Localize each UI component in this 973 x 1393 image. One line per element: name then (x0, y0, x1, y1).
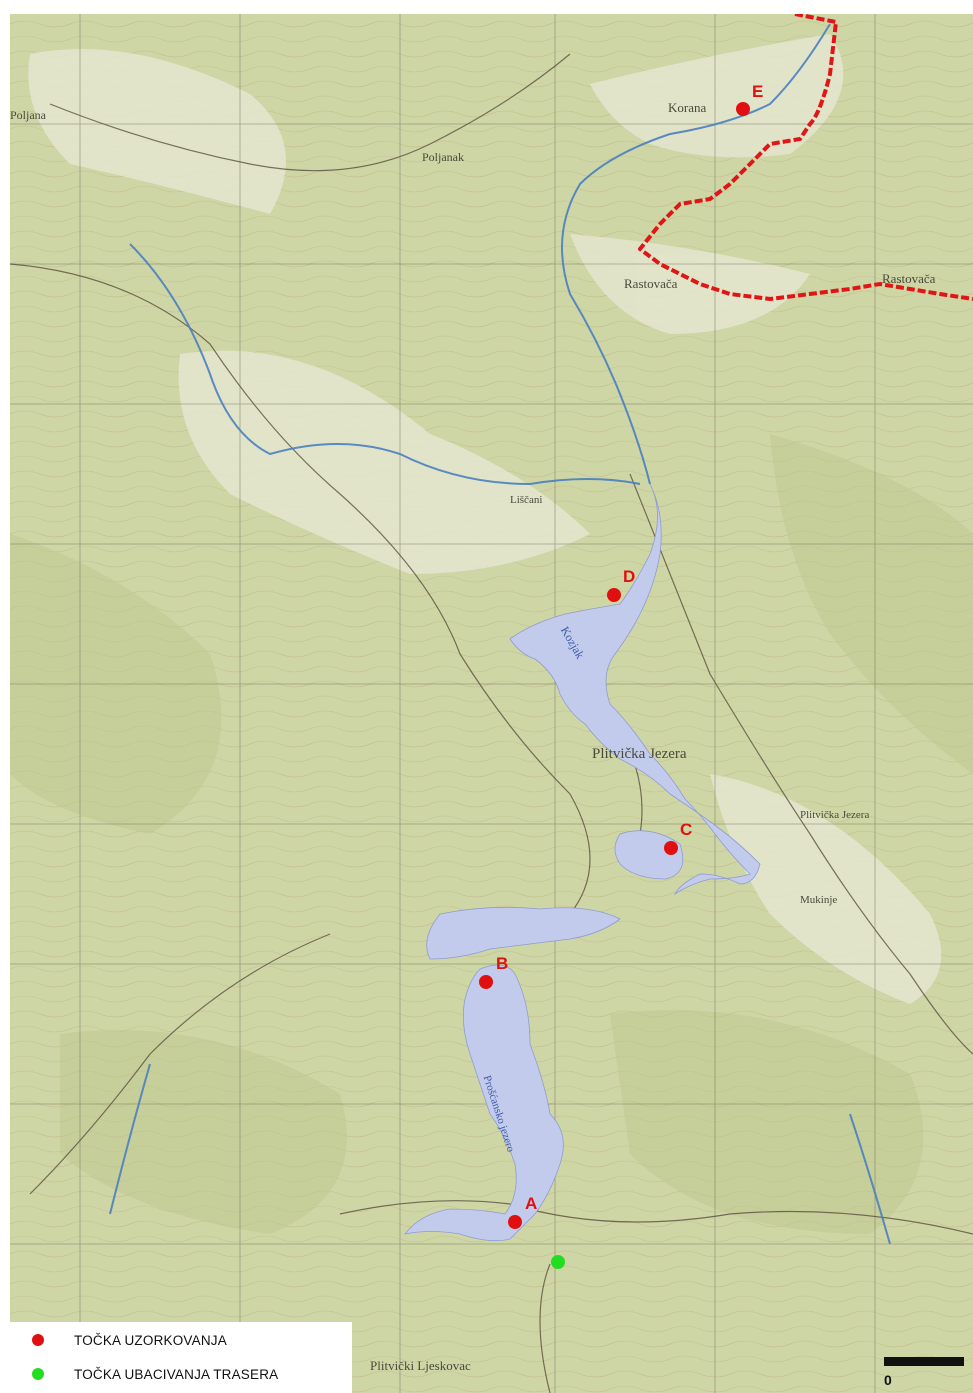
park-boundary (638, 14, 973, 301)
lakes (404, 483, 761, 1242)
lowland-patches (28, 34, 942, 1004)
place-mukinje: Mukinje (800, 894, 838, 906)
tracer-dot-icon (32, 1368, 44, 1380)
rivers (109, 23, 891, 1245)
sampling-point-b (479, 975, 493, 989)
forest-shading (10, 434, 973, 1234)
sampling-point-a (508, 1215, 522, 1229)
sampling-dot-icon (32, 1334, 44, 1346)
lake-milanovac (426, 906, 621, 960)
sampling-point-e (736, 102, 750, 116)
scale-bar-segment (884, 1357, 964, 1366)
legend-row-sampling: TOČKA UZORKOVANJA (10, 1328, 227, 1352)
lake-gavanovac (614, 830, 684, 880)
legend-tracer-label: TOČKA UBACIVANJA TRASERA (74, 1366, 279, 1382)
sampling-points (479, 102, 750, 1229)
place-rastovaca-right: Rastovača (882, 271, 936, 286)
legend-sampling-label: TOČKA UZORKOVANJA (74, 1332, 227, 1348)
sampling-label-d: D (623, 567, 636, 586)
map-canvas (10, 14, 973, 1393)
scale-bar-zero-label: 0 (884, 1372, 892, 1388)
tracer-injection-point (551, 1255, 565, 1269)
legend-row-tracer: TOČKA UBACIVANJA TRASERA (10, 1362, 278, 1386)
place-plitvicka-jezera-right: Plitvička Jezera (800, 809, 870, 821)
place-plitvicki-ljeskovac: Plitvički Ljeskovac (370, 1358, 471, 1373)
place-liscani: Liščani (510, 494, 543, 506)
place-poljanak: Poljanak (422, 150, 464, 164)
scale-bar: 0 (884, 1357, 964, 1393)
sampling-point-d (607, 588, 621, 602)
place-poljana: Poljana (10, 108, 46, 122)
lake-proscansko (404, 964, 564, 1242)
sampling-label-e: E (752, 82, 764, 101)
sampling-point-c (664, 841, 678, 855)
place-rastovaca-left: Rastovača (624, 276, 678, 291)
place-plitvicka-jezera: Plitvička Jezera (592, 746, 687, 762)
lake-kozjak (509, 483, 761, 896)
sampling-label-a: A (525, 1194, 538, 1213)
roads (10, 53, 973, 1393)
map-legend: TOČKA UZORKOVANJA TOČKA UBACIVANJA TRASE… (10, 1322, 352, 1393)
sampling-label-c: C (680, 820, 693, 839)
topographic-map[interactable]: Korana Poljanak Rastovača Rastovača Plit… (10, 14, 973, 1393)
sampling-label-b: B (496, 954, 509, 973)
place-korana: Korana (668, 100, 707, 115)
